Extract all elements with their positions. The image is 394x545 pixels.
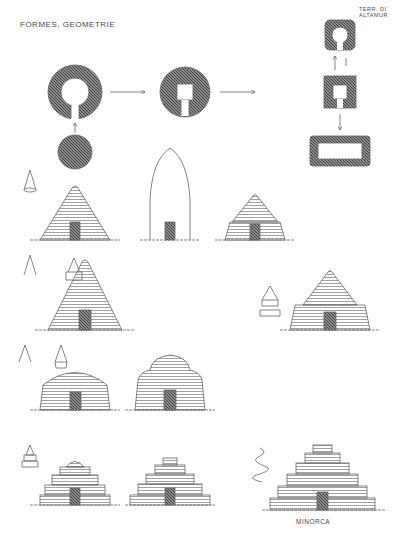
tick bbox=[346, 58, 347, 66]
hut bbox=[40, 373, 110, 411]
ground bbox=[35, 330, 380, 331]
arrow bbox=[340, 114, 341, 130]
hut-outline bbox=[150, 148, 190, 240]
cone-icon bbox=[19, 345, 31, 362]
stepped-hut bbox=[130, 458, 210, 505]
stack-icon bbox=[260, 286, 280, 316]
note-label: MINORCA bbox=[296, 518, 376, 525]
note-label: TERR. DI ALTAMUR bbox=[359, 6, 391, 19]
hut bbox=[290, 271, 370, 331]
plan-rectangle bbox=[310, 136, 370, 166]
cone-icon bbox=[55, 345, 67, 368]
hut bbox=[135, 355, 205, 410]
hut bbox=[225, 195, 285, 241]
stepped-hut bbox=[40, 462, 110, 506]
cone-icon bbox=[24, 255, 36, 275]
stepped-hut bbox=[270, 445, 375, 510]
arrow bbox=[75, 123, 76, 133]
stack-icon bbox=[22, 445, 38, 467]
spiral-icon bbox=[252, 448, 268, 482]
title: FORMES, GEOMETRIE bbox=[20, 20, 180, 29]
plan-ring bbox=[48, 65, 102, 120]
arrow bbox=[110, 92, 145, 93]
plan-square bbox=[324, 76, 356, 108]
plan-square-round bbox=[325, 20, 355, 50]
ground bbox=[30, 240, 295, 241]
arrow bbox=[335, 56, 336, 70]
ground bbox=[30, 410, 215, 411]
hut bbox=[40, 186, 110, 240]
cone-icon bbox=[24, 170, 36, 190]
hut bbox=[48, 260, 122, 330]
plan-ring-square bbox=[160, 67, 210, 117]
plan-solid bbox=[58, 135, 92, 169]
ground bbox=[30, 505, 385, 510]
arrow bbox=[220, 92, 255, 93]
